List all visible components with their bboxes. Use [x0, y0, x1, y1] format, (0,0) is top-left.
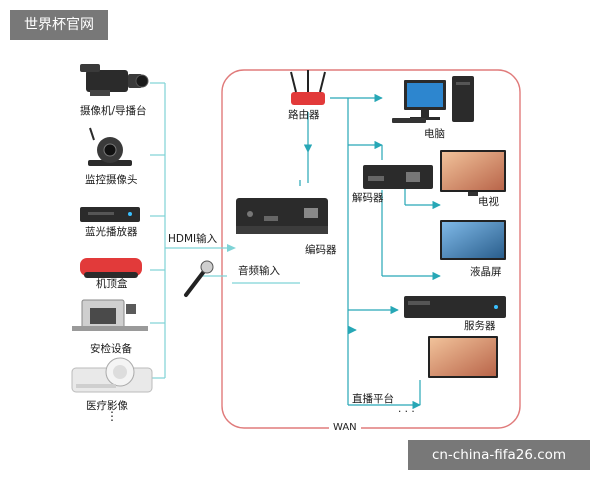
server-label: 服务器 [464, 320, 496, 333]
wan-label: WAN [329, 422, 361, 433]
medical-scanner-icon [72, 358, 152, 392]
hdmi-input-label: HDMI输入 [168, 233, 217, 246]
audio-input-label: 音频输入 [238, 265, 280, 278]
microphone-icon [186, 261, 213, 295]
computer-icon [392, 76, 474, 123]
decoder-label: 解码器 [352, 192, 384, 205]
camcorder-icon [80, 64, 148, 96]
decoder-box-icon [363, 165, 433, 189]
security-camera-icon [88, 128, 132, 166]
set-top-box-icon [80, 258, 142, 278]
watermark-bottom: cn-china-fifa26.com [408, 440, 590, 470]
source-label: 监控摄像头 [85, 174, 138, 187]
encoder-label: 编码器 [305, 244, 337, 257]
source-label: 安检设备 [90, 343, 132, 356]
router-icon [291, 70, 325, 105]
tv-screen-icon [440, 150, 506, 196]
more-outputs-indicator: · · · [398, 406, 415, 419]
live-platform-screen-icon [428, 336, 498, 378]
live-platform-label: 直播平台 [352, 393, 394, 406]
xray-scanner-icon [72, 300, 148, 331]
bluray-player-icon [80, 207, 140, 222]
server-icon [404, 296, 506, 318]
more-sources-indicator: ⋮ [106, 410, 118, 423]
encoder-box-icon [236, 198, 328, 234]
router-label: 路由器 [288, 109, 320, 122]
watermark-top: 世界杯官网 [10, 10, 108, 40]
source-label: 蓝光播放器 [85, 226, 138, 239]
source-arrows [227, 244, 236, 252]
computer-label: 电脑 [424, 128, 445, 141]
lcd-screen-icon [440, 220, 506, 260]
lcd-label: 液晶屏 [470, 266, 502, 279]
tv-label: 电视 [478, 196, 499, 209]
source-label: 摄像机/导播台 [80, 105, 147, 118]
source-label: 机顶盒 [96, 278, 128, 291]
